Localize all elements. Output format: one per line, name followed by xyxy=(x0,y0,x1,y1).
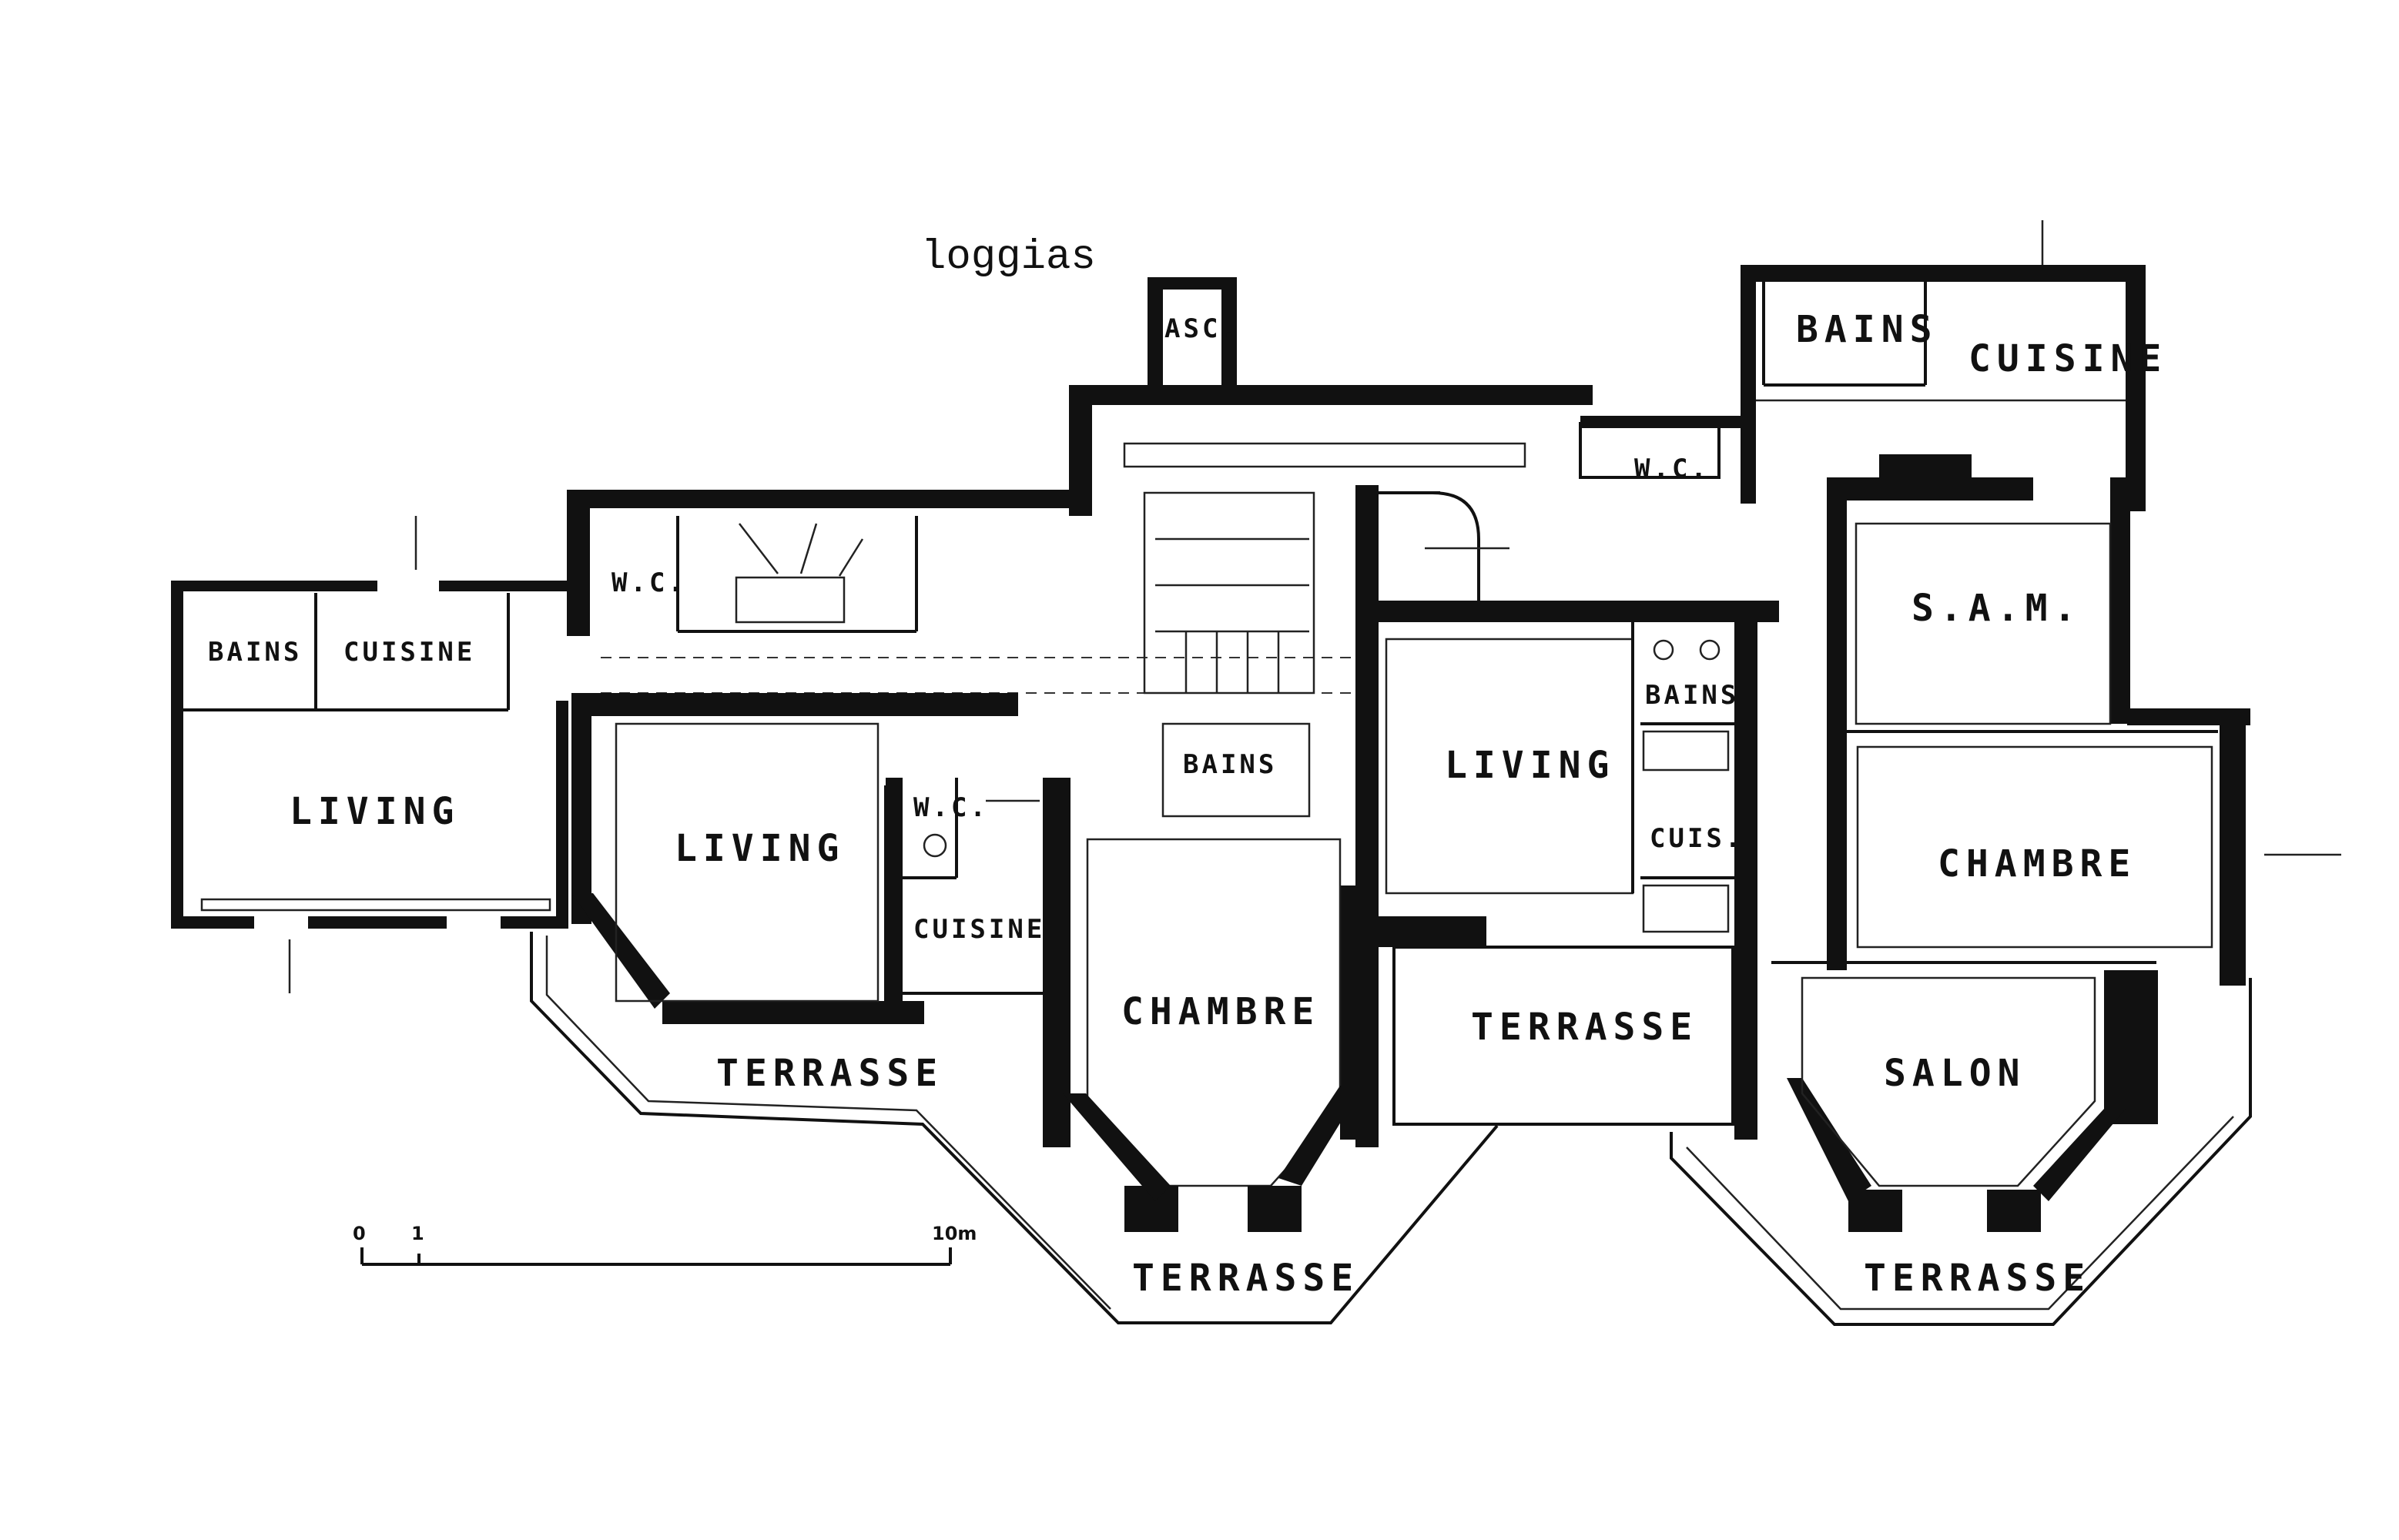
north-corridor xyxy=(567,277,1593,695)
room-east-bains: BAINS xyxy=(1645,680,1739,711)
room-salon: SALON xyxy=(1884,1052,2026,1095)
center-chambre-unit xyxy=(1047,485,1379,1232)
scale-label-1: 1 xyxy=(411,1223,424,1244)
room-center-wc: W.C. xyxy=(913,792,989,823)
room-ne-wc: W.C. xyxy=(1634,454,1710,484)
room-east-chambre: CHAMBRE xyxy=(1938,842,2136,886)
center-east-unit xyxy=(1379,601,1779,1140)
scale-bar: 0 1 10m xyxy=(353,1223,977,1266)
room-terrasse-left: TERRASSE xyxy=(716,1052,943,1095)
room-east-cuis: CUIS. xyxy=(1650,823,1744,854)
room-west-bains: BAINS xyxy=(208,637,302,668)
room-sam: S.A.M. xyxy=(1911,587,2082,630)
room-west-wc: W.C. xyxy=(611,567,687,598)
room-east-living: LIVING xyxy=(1445,744,1615,787)
room-labels: BAINS CUISINE LIVING W.C. ASC. LIVING W.… xyxy=(208,308,2167,1300)
room-center-living: LIVING xyxy=(675,827,845,870)
scale-label-10m: 10m xyxy=(932,1223,977,1244)
west-unit xyxy=(171,579,575,930)
grid-ticks xyxy=(288,220,2341,993)
room-ne-bains: BAINS xyxy=(1796,308,1938,351)
north-east-unit xyxy=(1579,265,2146,511)
room-center-chambre: CHAMBRE xyxy=(1121,990,1320,1033)
room-center-cuisine: CUISINE xyxy=(913,914,1045,945)
room-ne-cuisine: CUISINE xyxy=(1968,337,2167,380)
room-west-cuisine: CUISINE xyxy=(343,637,475,668)
room-terrasse-mid: TERRASSE xyxy=(1471,1006,1698,1049)
room-west-living: LIVING xyxy=(290,790,460,833)
room-terrasse-right: TERRASSE xyxy=(1864,1257,2091,1300)
room-terrasse-bottom: TERRASSE xyxy=(1132,1257,1359,1300)
room-center-bains: BAINS xyxy=(1183,749,1277,780)
scale-label-0: 0 xyxy=(353,1223,366,1244)
east-unit xyxy=(1771,477,2250,1232)
plan-title: loggias xyxy=(921,234,1096,281)
room-asc: ASC. xyxy=(1164,313,1240,344)
terrasse-outline xyxy=(530,932,2252,1326)
